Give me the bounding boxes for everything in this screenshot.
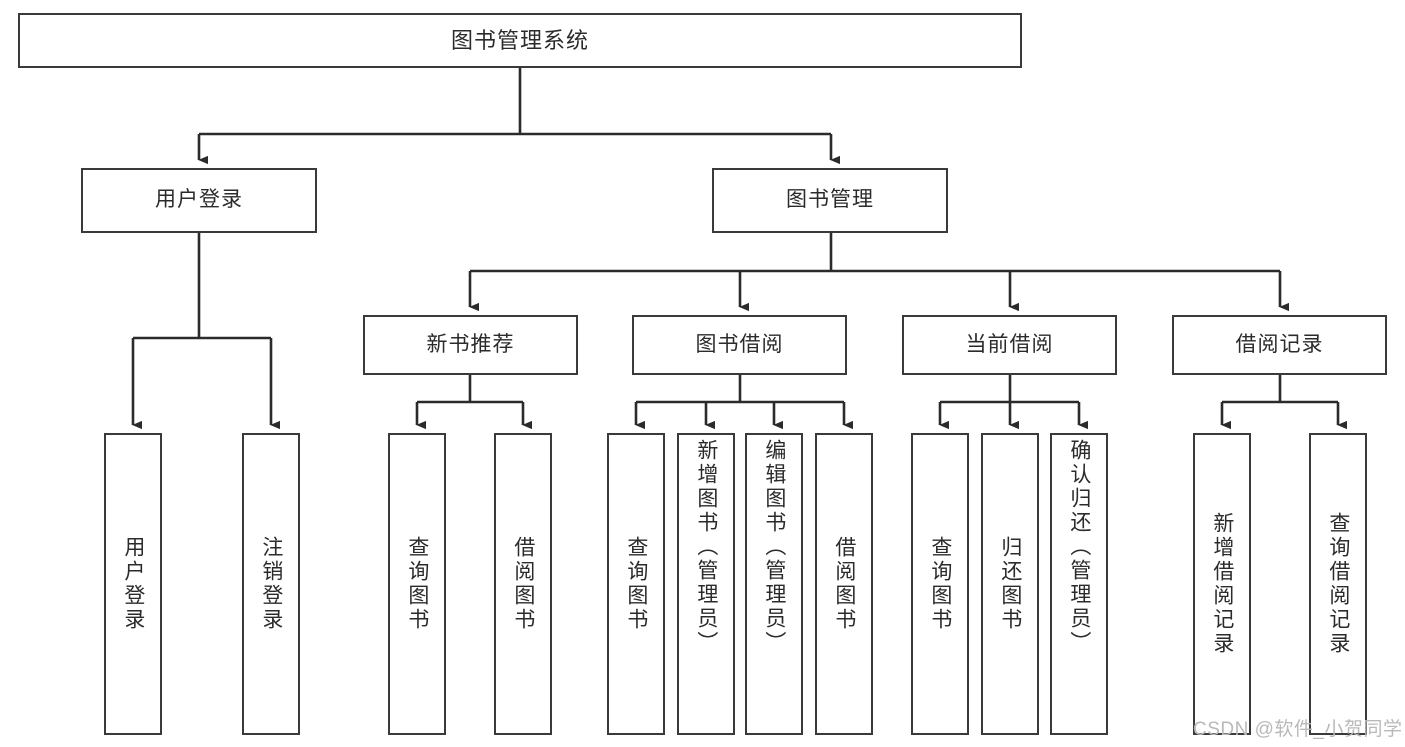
node-book-borrowing-label: 图书借阅 [695,332,784,356]
leaf-logout-label: 注销登录 [259,536,283,632]
node-book-management[interactable]: 图书管理 [712,168,948,233]
node-borrowing-records-label: 借阅记录 [1235,332,1324,356]
leaf-borrow-book-new[interactable]: 借阅图书 [494,433,552,735]
leaf-borrow-book[interactable]: 借阅图书 [815,433,873,735]
node-root-label: 图书管理系统 [450,27,589,53]
leaf-query-book-current[interactable]: 查询图书 [911,433,969,735]
leaf-query-book-new[interactable]: 查询图书 [388,433,446,735]
leaf-add-borrow-record-label: 新增借阅记录 [1210,512,1234,656]
leaf-return-book[interactable]: 归还图书 [981,433,1039,735]
leaf-query-book-current-label: 查询图书 [928,536,952,632]
leaf-logout[interactable]: 注销登录 [242,433,300,735]
leaf-borrow-book-new-label: 借阅图书 [511,536,535,632]
leaf-user-login[interactable]: 用户登录 [104,433,162,735]
node-book-management-label: 图书管理 [786,188,874,212]
node-current-borrowing-label: 当前借阅 [965,332,1054,356]
node-new-book-recommendation-label: 新书推荐 [426,332,515,356]
leaf-query-borrow-record-label: 查询借阅记录 [1326,512,1350,656]
leaf-query-borrow-record[interactable]: 查询借阅记录 [1309,433,1367,735]
leaf-user-login-label: 用户登录 [121,536,145,632]
node-user-login-label: 用户登录 [155,188,243,212]
leaf-query-book-borrow-label: 查询图书 [624,536,648,632]
node-user-login[interactable]: 用户登录 [81,168,317,233]
node-current-borrowing[interactable]: 当前借阅 [902,315,1117,375]
leaf-add-book-admin-label: 新增图书（管理员） [694,439,718,655]
leaf-edit-book-admin[interactable]: 编辑图书（管理员） [745,433,803,735]
leaf-borrow-book-label: 借阅图书 [832,536,856,632]
leaf-confirm-return-admin-label: 确认归还（管理员） [1067,439,1091,655]
node-book-borrowing[interactable]: 图书借阅 [632,315,847,375]
leaf-edit-book-admin-label: 编辑图书（管理员） [762,439,786,655]
leaf-add-book-admin[interactable]: 新增图书（管理员） [677,433,735,735]
node-new-book-recommendation[interactable]: 新书推荐 [363,315,578,375]
node-borrowing-records[interactable]: 借阅记录 [1172,315,1387,375]
leaf-return-book-label: 归还图书 [998,536,1022,632]
node-root-book-management-system[interactable]: 图书管理系统 [18,13,1022,68]
leaf-query-book-borrow[interactable]: 查询图书 [607,433,665,735]
leaf-confirm-return-admin[interactable]: 确认归还（管理员） [1050,433,1108,735]
leaf-query-book-new-label: 查询图书 [405,536,429,632]
leaf-add-borrow-record[interactable]: 新增借阅记录 [1193,433,1251,735]
